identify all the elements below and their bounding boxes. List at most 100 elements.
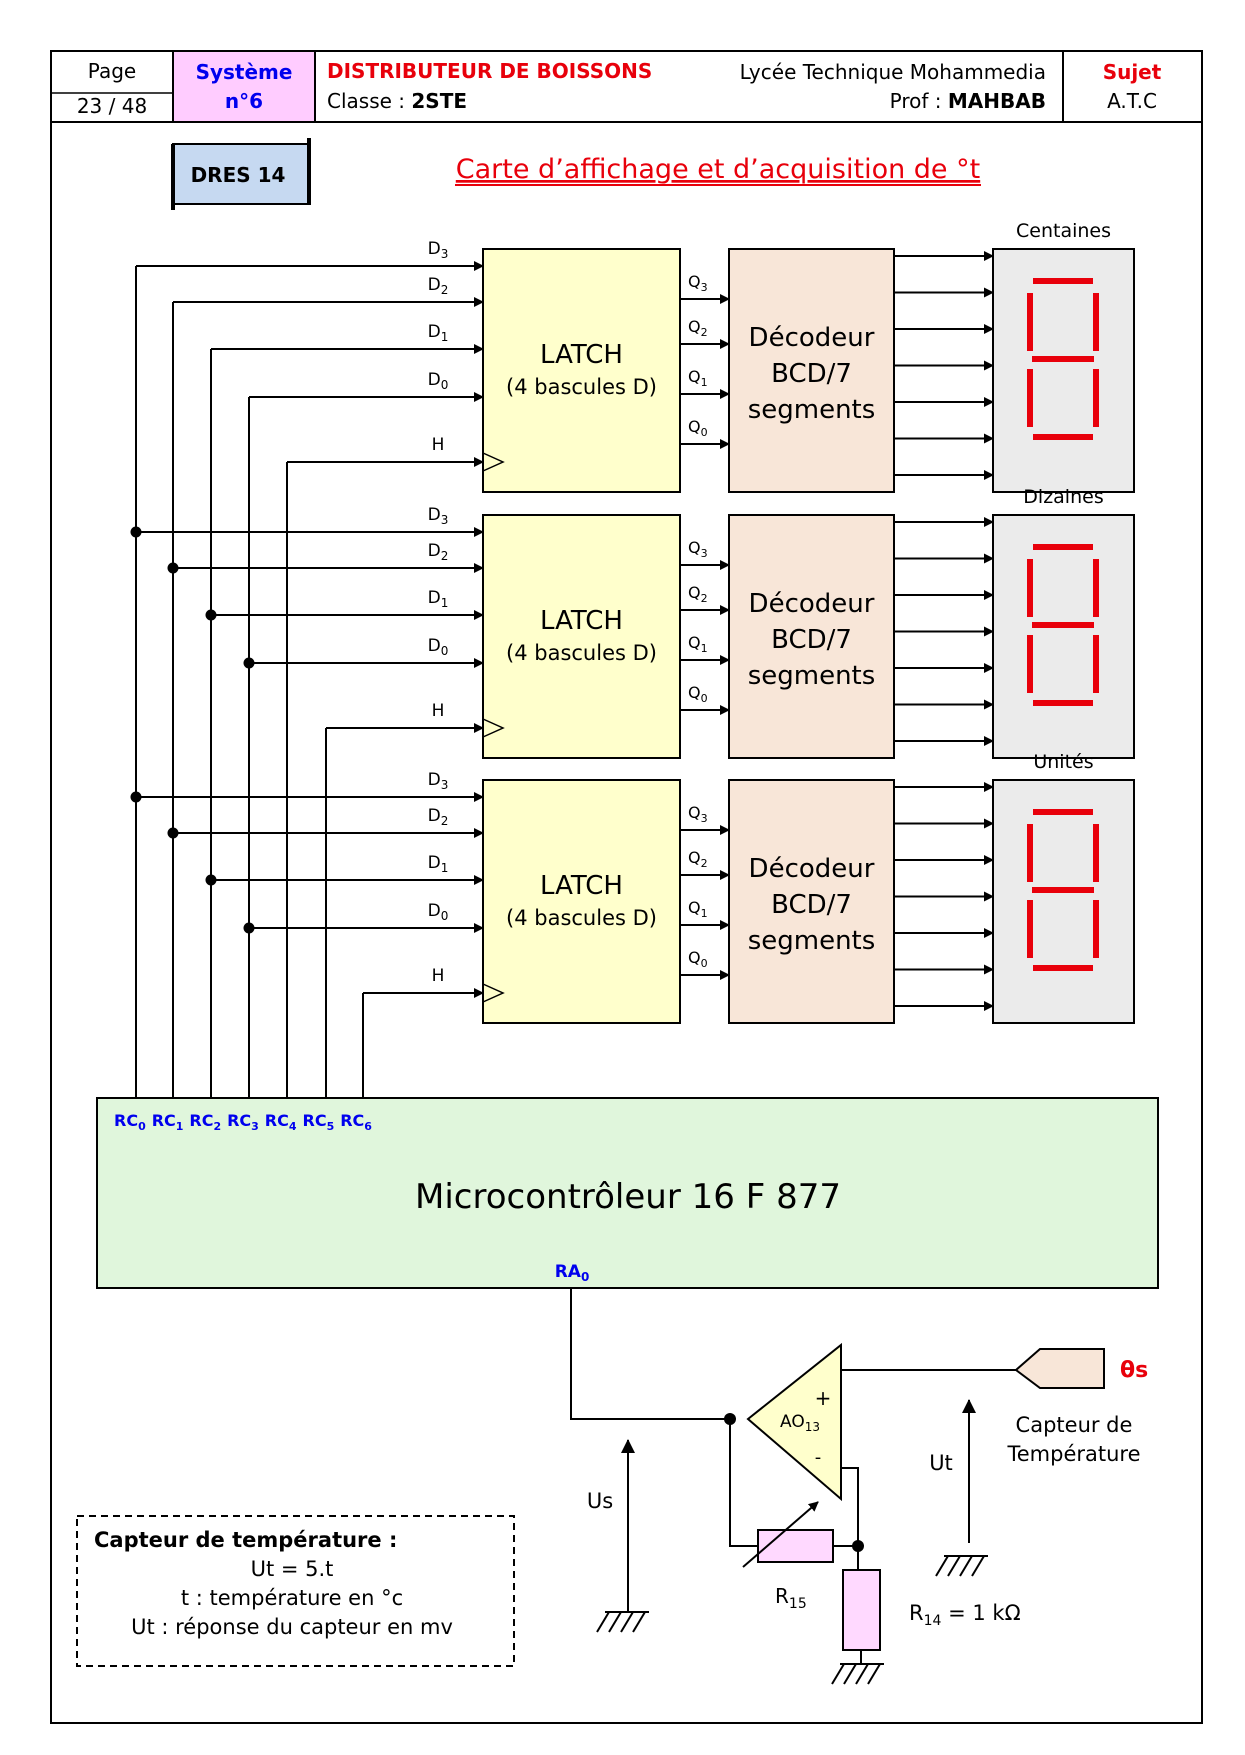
display-stage: LATCH(4 bascules D)DécodeurBCD/7segments… [136,220,1135,493]
resistor-r15 [757,1529,834,1563]
latch-input-label: D0 [428,636,449,658]
latch-input-label: D0 [428,901,449,923]
sensor-note: Capteur de température : Ut = 5.t t : te… [76,1515,515,1667]
variable-arrow-icon [742,1501,819,1568]
note-line-1: Ut = 5.t [251,1557,334,1581]
ut-label: Ut [929,1451,953,1475]
port-label-rc4: RC4 [265,1111,297,1133]
q-output-label: Q0 [688,683,708,705]
seven-segment-display [992,779,1135,1024]
prof-line: Prof : MAHBAB [890,89,1046,113]
sensor-signal: θs [1120,1358,1148,1383]
doc-ref: DRES 14 [191,163,286,187]
latch-subtitle: (4 bascules D) [506,906,657,930]
resistor-r14 [842,1569,881,1651]
minus-wire [841,1467,859,1546]
latch-subtitle: (4 bascules D) [506,375,657,399]
clock-triangle-icon [482,983,505,1003]
subject-label: Sujet [1103,60,1162,84]
q-output-label: Q1 [688,633,708,655]
latch-input-label: D0 [428,370,449,392]
q-output-label: Q3 [688,538,708,560]
latch-block [482,779,681,1024]
seven-segment-display [992,514,1135,759]
clock-triangle-icon [482,452,505,472]
port-label-rc2: RC2 [189,1111,221,1133]
ground-icon [831,1663,884,1685]
q-output-label: Q1 [688,367,708,389]
clock-triangle-icon [482,718,505,738]
latch-title: LATCH [540,606,623,636]
decoder-block [728,779,895,1024]
class-label: Classe : [327,89,411,113]
ra0-wire [570,1288,730,1420]
display-stages: LATCH(4 bascules D)DécodeurBCD/7segments… [130,220,1135,1024]
decoder-label: BCD/7 [771,625,852,655]
decoder-label: BCD/7 [771,890,852,920]
latch-block [482,514,681,759]
latch-input-label: D1 [428,322,449,344]
header-table: Page 23 / 48 Système n°6 DISTRIBUTEUR DE… [51,50,1202,123]
decoder-label: Décodeur [749,854,875,884]
latch-input-label: H [432,966,445,986]
opamp-plus: + [815,1386,832,1410]
q-output-label: Q1 [688,898,708,920]
seven-segment-display [992,248,1135,493]
display-label: Centaines [1016,220,1111,242]
ground-icon [935,1555,988,1577]
q-output-label: Q2 [688,317,708,339]
port-label-rc0: RC0 [114,1111,146,1133]
latch-input-label: D1 [428,588,449,610]
opamp [746,1342,842,1502]
latch-input-label: D2 [428,541,449,563]
latch-input-label: H [432,701,445,721]
analog-acquisition: + - AO13 θs Capteur de Température Ut R1… [570,1288,1148,1685]
q-output-label: Q2 [688,583,708,605]
latch-subtitle: (4 bascules D) [506,641,657,665]
decoder-block [728,514,895,759]
class-line: Classe : 2STE [327,89,467,113]
decoder-label: segments [748,926,876,956]
prof-value: MAHBAB [948,89,1046,113]
note-line-2: t : température en °c [181,1586,403,1610]
note-title: Capteur de température : [94,1528,397,1552]
latch-input-label: D3 [428,505,449,527]
q-output-label: Q0 [688,948,708,970]
page-label: Page [88,59,136,83]
q-output-label: Q2 [688,848,708,870]
us-label: Us [587,1489,613,1513]
r15-label: R15 [775,1584,807,1612]
page-number: 23 / 48 [77,94,147,118]
sensor-label-1: Capteur de [1016,1413,1133,1437]
mcu-title: Microcontrôleur 16 F 877 [415,1177,841,1217]
latch-block [482,248,681,493]
sensor-label-2: Température [1006,1442,1140,1466]
bus-wires [135,266,364,1098]
q-output-label: Q3 [688,272,708,294]
display-stage: LATCH(4 bascules D)DécodeurBCD/7segments… [130,751,1135,1024]
decoder-label: segments [748,395,876,425]
opamp-minus: - [815,1447,822,1468]
port-label-rc3: RC3 [227,1111,259,1133]
q-output-label: Q3 [688,803,708,825]
port-label-rc1: RC1 [152,1111,184,1133]
subject-value: A.T.C [1107,89,1157,113]
feedback-wire [729,1419,758,1547]
display-label: Dizaines [1023,486,1103,508]
decoder-label: segments [748,661,876,691]
system-number: n°6 [225,89,263,113]
latch-input-label: H [432,435,445,455]
decoder-label: Décodeur [749,323,875,353]
page-frame [50,50,1203,1724]
project-title: DISTRIBUTEUR DE BOISSONS [327,59,652,83]
ground-icon [596,1611,649,1633]
decoder-label: Décodeur [749,589,875,619]
port-label-rc5: RC5 [303,1111,335,1133]
r14-label: R14 = 1 kΩ [909,1601,1021,1629]
latch-input-label: D3 [428,770,449,792]
doc-ref-badge: DRES 14 [171,138,311,210]
class-value: 2STE [411,89,467,113]
